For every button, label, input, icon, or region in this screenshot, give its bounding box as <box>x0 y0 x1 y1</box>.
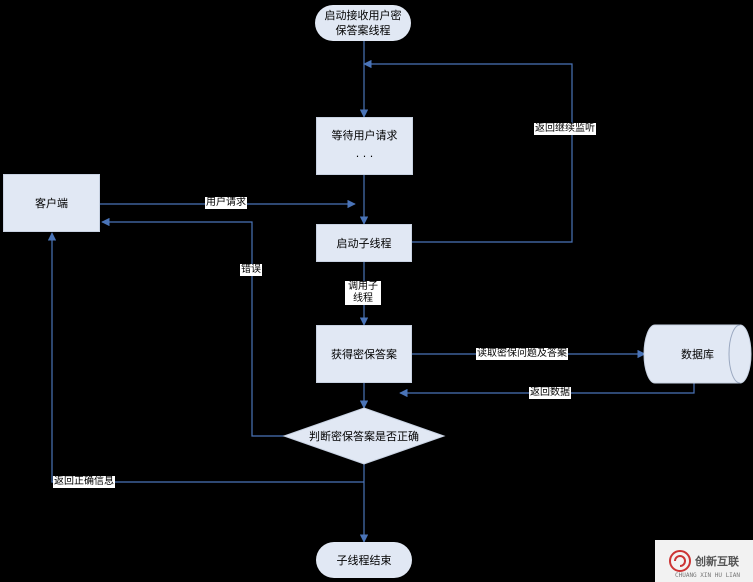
client-label: 客户端 <box>35 196 68 210</box>
judge-node: 判断密保答案是否正确 <box>290 426 438 446</box>
label-read-db: 读取密保问题及答案 <box>476 348 568 360</box>
wait-request-node: 等待用户请求 · · · <box>316 117 413 175</box>
get-answer-node: 获得密保答案 <box>316 325 412 383</box>
edge-return-data <box>399 383 695 398</box>
judge-label: 判断密保答案是否正确 <box>309 429 419 443</box>
end-node: 子线程结束 <box>316 542 412 578</box>
label-user-request: 用户请求 <box>205 197 247 209</box>
get-answer-label: 获得密保答案 <box>331 347 397 361</box>
spawn-thread-label: 启动子线程 <box>336 236 392 250</box>
database-label: 数据库 <box>681 347 714 361</box>
label-return-listen: 返回继续监听 <box>534 123 596 135</box>
wait-dots: · · · <box>355 150 374 163</box>
client-node: 客户端 <box>3 174 100 232</box>
label-error: 错误 <box>240 264 262 276</box>
watermark-icon <box>669 550 691 572</box>
edge-return-listen <box>363 59 573 243</box>
start-node: 启动接收用户密保答案线程 <box>315 5 411 41</box>
watermark-text: 创新互联 <box>695 555 739 568</box>
watermark-subtext: CHUANG XIN HU LIAN <box>675 572 741 579</box>
edge-error <box>101 217 285 437</box>
label-return-data: 返回数据 <box>529 387 571 399</box>
edge-return-correct <box>47 232 364 483</box>
judge-diamond-shape <box>282 407 446 465</box>
label-call-child: 调用子线程 <box>345 281 381 305</box>
spawn-thread-node: 启动子线程 <box>316 224 412 262</box>
wait-request-label: 等待用户请求 <box>331 129 398 142</box>
database-node: 数据库 <box>650 325 745 383</box>
database-cylinder-shape <box>643 324 752 384</box>
watermark-logo: 创新互联 CHUANG XIN HU LIAN <box>655 540 753 582</box>
label-return-correct: 返回正确信息 <box>53 476 115 488</box>
start-node-label: 启动接收用户密保答案线程 <box>324 9 402 37</box>
end-node-label: 子线程结束 <box>336 553 392 567</box>
